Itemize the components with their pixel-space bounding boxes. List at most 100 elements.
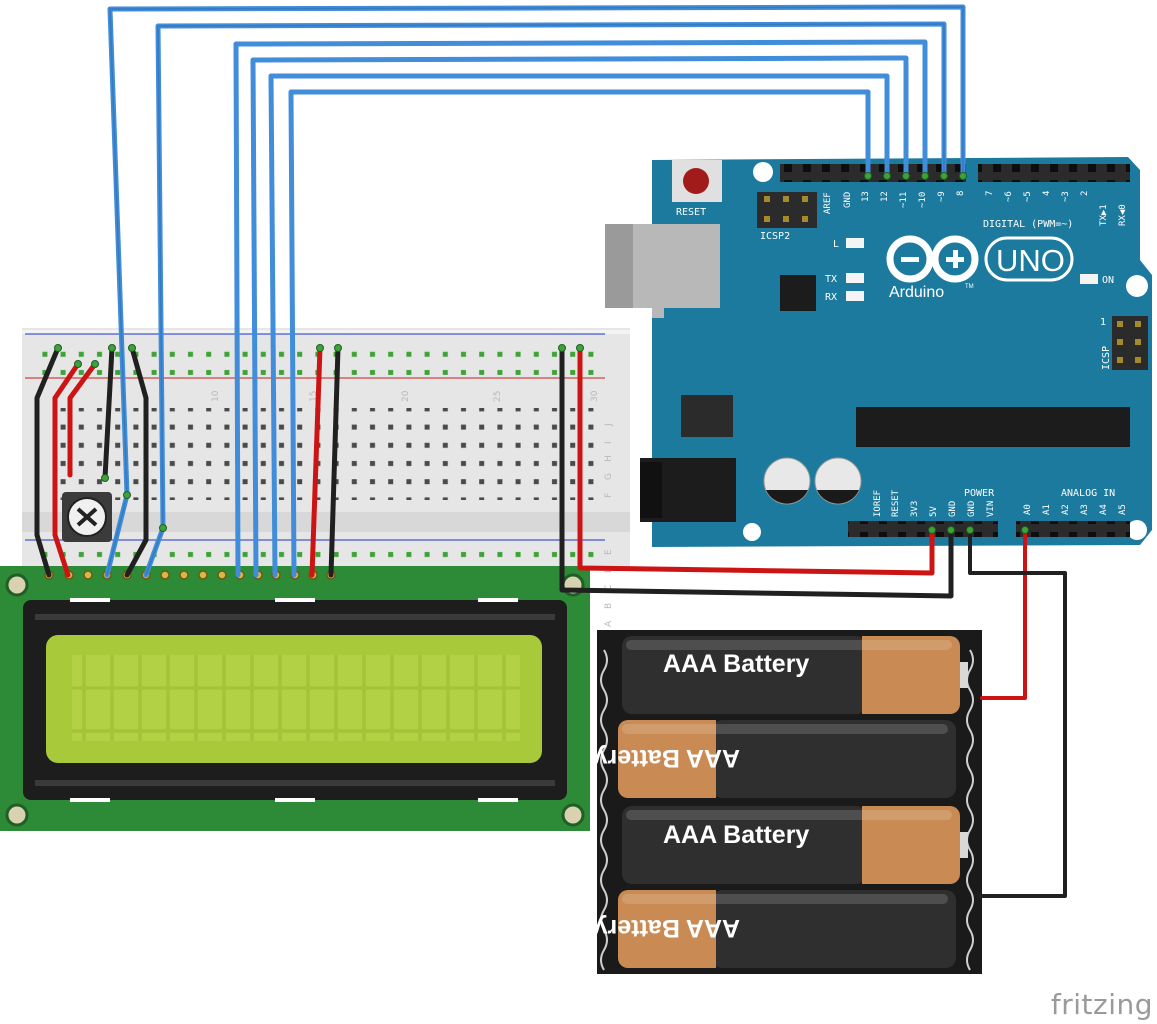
capacitors — [763, 457, 862, 505]
pin-8: 8 — [956, 191, 966, 196]
arduino-wordmark: Arduino — [889, 284, 944, 301]
led-l-label: L — [833, 239, 839, 250]
wire-pot-gnd — [102, 345, 115, 481]
pin-3v3: 3V3 — [910, 501, 920, 517]
power-header — [848, 521, 998, 537]
pin-gnd-1: GND — [948, 501, 958, 517]
pin-reset: RESET — [891, 489, 901, 517]
wire-battery-a0 — [980, 528, 1027, 700]
pin-a0: A0 — [1023, 504, 1033, 515]
wire-lcd-vdd — [52, 361, 81, 578]
wire-pin10 — [233, 39, 928, 578]
bb-row-i: I — [604, 441, 614, 444]
analog-header — [1016, 521, 1130, 537]
battery-cell-1: AAA Battery — [622, 636, 968, 714]
icsp-pin1: 1 — [1100, 317, 1106, 328]
usb-chip — [780, 275, 816, 311]
pin-4: 4 — [1042, 191, 1052, 196]
icsp2-label: ICSP2 — [760, 231, 790, 242]
icsp-label: ICSP — [1101, 346, 1112, 370]
wire-endpoints — [54, 172, 1029, 534]
pin-5: ~5 — [1023, 191, 1033, 202]
battery-cell-2: AAA Battery — [594, 720, 956, 798]
wire-pin13 — [288, 89, 871, 578]
bb-row-h: H — [604, 455, 614, 462]
led-tx — [846, 273, 864, 283]
pin-a1: A1 — [1042, 504, 1052, 515]
power-label: POWER — [964, 488, 995, 499]
pin-a2: A2 — [1061, 504, 1071, 515]
pin-2: 2 — [1080, 191, 1090, 196]
bb-col-30: 30 — [590, 390, 600, 402]
usb-connector — [605, 224, 720, 318]
digital-label: DIGITAL (PWM=~) — [983, 219, 1073, 230]
arduino-uno-board: RESET ICSP2 ICSP 1 — [605, 157, 1152, 547]
led-on — [1080, 274, 1098, 284]
wire-lcd-rw — [124, 345, 149, 578]
bb-col-25: 25 — [493, 391, 503, 402]
led-rx — [846, 291, 864, 301]
bb-col-15: 15 — [309, 391, 319, 402]
led-rx-label: RX — [825, 292, 837, 303]
wire-lcd-backlight-minus — [328, 345, 341, 578]
wire-lcd-backlight-plus — [309, 345, 323, 578]
pin-6: ~6 — [1004, 191, 1014, 202]
pin-13: 13 — [861, 191, 871, 202]
pin-aref: AREF — [823, 192, 833, 214]
model-label: UNO — [996, 243, 1065, 278]
reset-label: RESET — [676, 207, 706, 218]
pin-7: 7 — [985, 191, 995, 196]
bb-row-c: C — [604, 585, 614, 591]
wire-pot-vcc — [67, 361, 98, 478]
wire-pin11 — [250, 55, 909, 578]
wire-lcd-vss — [34, 345, 61, 578]
digital-header-right — [978, 164, 1130, 182]
wires — [34, 4, 1067, 898]
pin-3: ~3 — [1061, 191, 1071, 202]
led-on-label: ON — [1102, 275, 1114, 286]
bb-row-g: G — [604, 473, 614, 480]
pin-gnd-2: GND — [967, 501, 977, 517]
battery-cell-4-label: AAA Battery — [594, 914, 740, 942]
power-jack — [640, 458, 736, 522]
arduino-tm: TM — [965, 284, 974, 290]
analog-label: ANALOG IN — [1061, 488, 1115, 499]
led-l — [846, 238, 864, 248]
battery-pack: AAA Battery AAA Battery AAA Battery AAA … — [594, 630, 982, 974]
wire-battery-gnd — [968, 528, 1067, 898]
pin-1: TX▶1 — [1099, 204, 1109, 226]
voltage-regulator — [681, 395, 733, 437]
digital-header-left — [780, 164, 966, 182]
bb-row-f: F — [604, 493, 614, 498]
pin-ioref: IOREF — [873, 490, 883, 517]
battery-cell-3-label: AAA Battery — [663, 821, 809, 849]
pin-0: RX◀0 — [1118, 204, 1128, 226]
fritzing-watermark: fritzing — [1050, 988, 1153, 1021]
atmega-chip — [856, 407, 1130, 447]
arduino-logo: UNO Arduino TM — [886, 235, 1074, 301]
led-tx-label: TX — [825, 274, 837, 285]
battery-cell-1-label: AAA Battery — [663, 650, 809, 678]
reset-button[interactable] — [672, 160, 722, 202]
pin-vin: VIN — [986, 501, 996, 517]
battery-cell-2-label: AAA Battery — [594, 744, 740, 772]
bb-col-20: 20 — [401, 390, 411, 402]
bb-row-a: A — [604, 620, 614, 627]
pin-12: 12 — [880, 191, 890, 202]
bb-row-e: E — [604, 549, 614, 555]
lcd-module — [0, 566, 590, 831]
potentiometer — [62, 492, 112, 542]
wire-pin12 — [268, 73, 890, 578]
pin-a3: A3 — [1080, 504, 1090, 515]
pin-10: ~10 — [918, 192, 928, 208]
bb-row-b: B — [604, 603, 614, 609]
wire-gnd — [559, 345, 954, 599]
pin-9: ~9 — [937, 191, 947, 202]
bb-col-10: 10 — [211, 390, 221, 402]
pin-11: ~11 — [899, 192, 909, 208]
pin-5v: 5V — [929, 506, 939, 517]
pin-a5: A5 — [1118, 504, 1128, 515]
wire-5v — [577, 345, 935, 576]
pin-gnd-top: GND — [843, 192, 853, 208]
